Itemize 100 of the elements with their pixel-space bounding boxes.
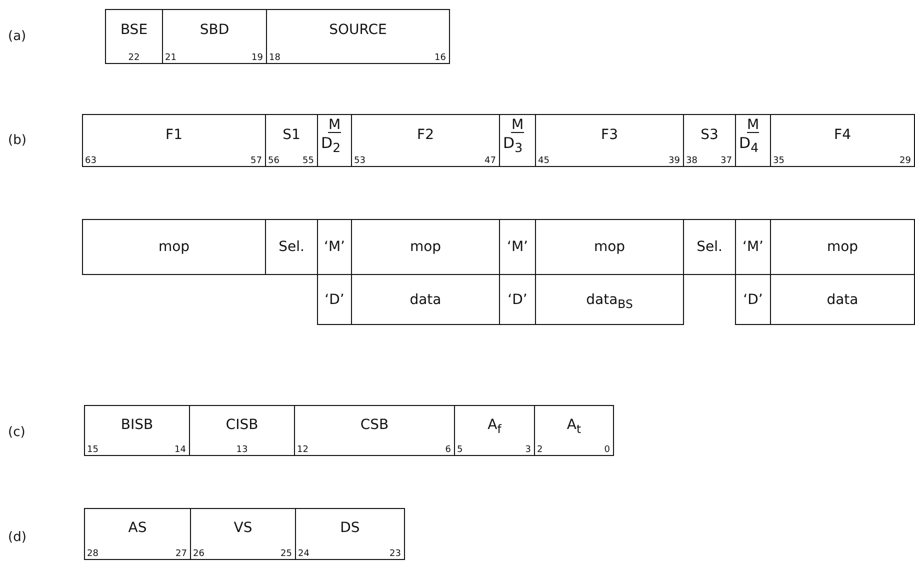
bit-number: 21 [165, 53, 176, 63]
field-cell [770, 219, 915, 275]
bit-number: 18 [269, 53, 280, 63]
bit-number: 37 [720, 156, 732, 166]
field-name: D$_{3}$ [503, 134, 523, 155]
field-cell [499, 114, 536, 167]
field-name: SBD [200, 22, 230, 38]
field-name: DS [340, 520, 360, 536]
field-cell [82, 219, 266, 275]
field-name: M [746, 119, 760, 133]
field-cell [770, 274, 915, 325]
row-label: (d) [8, 530, 26, 545]
bit-number: 24 [298, 549, 310, 559]
row-label: (b) [8, 133, 26, 148]
bit-number: 45 [538, 156, 550, 166]
field-name: M [511, 119, 524, 133]
field-cell [162, 9, 267, 64]
field-name: data$_{BS}$ [586, 292, 633, 311]
field-cell [683, 219, 736, 275]
bit-number: 27 [176, 549, 187, 559]
field-name: D$_{2}$ [321, 134, 341, 155]
field-cell [454, 405, 535, 456]
field-name: VS [234, 520, 252, 536]
field-cell [295, 508, 405, 560]
bit-number: 56 [268, 156, 280, 166]
field-name: ‘D’ [743, 292, 763, 308]
field-name: mop [158, 239, 190, 255]
bit-number: 13 [235, 445, 249, 455]
field-name: CSB [360, 417, 389, 433]
field-name: ‘M’ [324, 239, 345, 255]
bit-number: 29 [900, 156, 911, 166]
field-cell [265, 219, 318, 275]
bit-number: 16 [434, 53, 446, 63]
field-name: A$_{f}$ [488, 417, 502, 436]
field-name: Sel. [696, 239, 722, 255]
field-cell [105, 9, 163, 64]
bit-number: 22 [127, 53, 141, 63]
row-label: (a) [8, 29, 26, 44]
bit-number: 0 [604, 445, 610, 455]
field-name: ‘M’ [742, 239, 764, 255]
field-cell [535, 274, 684, 325]
field-name: D$_{4}$ [739, 134, 759, 155]
field-cell [317, 274, 352, 325]
field-name: mop [594, 239, 626, 255]
field-cell [351, 114, 500, 167]
field-name: F2 [417, 127, 434, 143]
bit-number: 15 [87, 445, 98, 455]
row-label: (c) [8, 425, 26, 440]
bit-number: 57 [250, 156, 262, 166]
bit-number: 23 [390, 549, 401, 559]
field-name: Sel. [278, 239, 304, 255]
bit-number: 26 [193, 549, 204, 559]
bit-number: 53 [354, 156, 366, 166]
field-name: mop [410, 239, 442, 255]
bit-number: 5 [457, 445, 463, 455]
bit-number: 35 [773, 156, 784, 166]
field-cell [266, 9, 450, 64]
bit-number: 38 [686, 156, 698, 166]
field-name: A$_{t}$ [566, 417, 582, 436]
field-cell [735, 274, 771, 325]
field-name: S3 [700, 127, 718, 143]
field-cell [317, 114, 352, 167]
field-name: mop [826, 239, 858, 255]
field-cell [84, 508, 191, 560]
field-name: S1 [282, 127, 300, 143]
bit-number: 55 [302, 156, 314, 166]
field-cell [190, 508, 296, 560]
bit-number: 6 [445, 445, 451, 455]
field-name: F3 [601, 127, 618, 143]
bit-number: 14 [174, 445, 186, 455]
field-name: SOURCE [329, 22, 387, 38]
field-cell [294, 405, 455, 456]
field-name: BSE [120, 22, 148, 38]
bit-number: 39 [668, 156, 680, 166]
field-cell [683, 114, 736, 167]
bit-number: 19 [252, 53, 263, 63]
field-name: F1 [166, 127, 182, 143]
field-cell [189, 405, 295, 456]
field-name: data [826, 292, 858, 308]
field-name: CISB [226, 417, 258, 433]
field-name: M [328, 119, 341, 133]
bit-number: 63 [85, 156, 96, 166]
bit-number: 3 [525, 445, 531, 455]
field-name: ‘D’ [324, 292, 344, 308]
bit-number: 47 [484, 156, 496, 166]
field-name: BISB [120, 417, 154, 433]
bit-number: 2 [537, 445, 543, 455]
bit-number: 25 [280, 549, 292, 559]
field-cell [534, 405, 614, 456]
bit-number: 28 [87, 549, 98, 559]
field-name: data [410, 292, 442, 308]
field-name: F4 [834, 127, 851, 143]
field-cell [770, 114, 915, 167]
bit-number: 12 [297, 445, 308, 455]
field-cell [265, 114, 318, 167]
field-cell [735, 114, 771, 167]
field-name: ‘M’ [507, 239, 528, 255]
field-name: AS [128, 520, 147, 536]
field-cell [84, 405, 190, 456]
field-cell [82, 114, 266, 167]
